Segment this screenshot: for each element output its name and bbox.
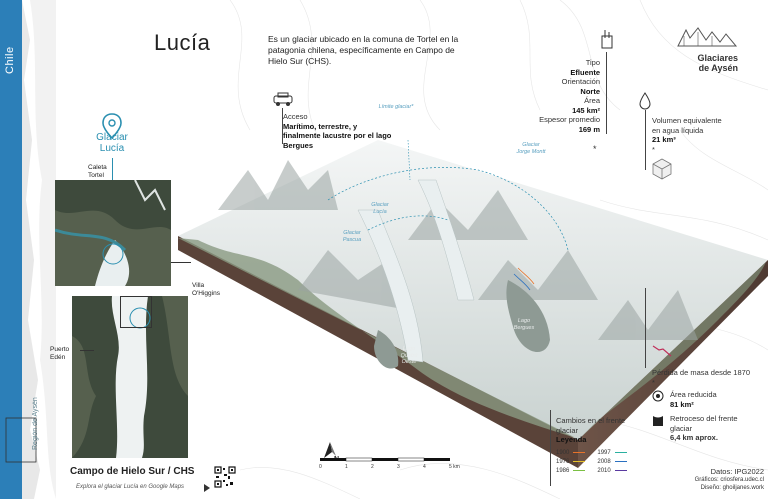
connector-villa <box>171 262 191 263</box>
volume-asterisk: * <box>652 144 655 154</box>
measurement-icon <box>601 30 613 49</box>
prop-type-label: Tipo <box>585 58 600 67</box>
properties-divider <box>606 52 607 134</box>
glacier-marker-name: Glaciar Lucía <box>90 132 134 154</box>
page-title: Lucía <box>154 30 211 55</box>
legend-divider <box>550 410 551 486</box>
label-lago-quetru: Lago Quetrú Oeste <box>400 346 418 365</box>
retreat-icon <box>653 416 663 426</box>
chile-map-strip <box>0 0 56 499</box>
location-pin-icon <box>102 113 122 140</box>
volume-divider <box>645 110 646 170</box>
logo-line2: de Aysén <box>698 63 738 73</box>
label-glaciar-jorge-montt: Glaciar Jorge Montt <box>516 142 546 155</box>
region-label: Región de Aysén <box>32 397 39 450</box>
legend-year-1986: 1986 <box>556 466 589 475</box>
scale-tick: 3 <box>397 464 400 470</box>
legend-year-2008: 2008 <box>597 457 630 466</box>
mass-loss-label: Pérdida de masa desde 1870 <box>652 368 750 377</box>
label-glaciar-lucia: Glaciar Lucía <box>371 202 389 215</box>
vehicle-icon <box>273 92 293 106</box>
scale-tick: 1 <box>345 464 348 470</box>
scale-tick: 2 <box>371 464 374 470</box>
water-drop-icon <box>639 92 651 110</box>
legend-year-1976: 1976 <box>556 457 589 466</box>
access-info: Acceso Marítimo, terrestre, y finalmente… <box>283 112 393 150</box>
changes-label: Cambios en el frente glaciar <box>556 416 626 435</box>
credits-graphics: Gráficos: criosfera.udec.cl <box>694 477 764 483</box>
access-value: Marítimo, terrestre, y finalmente lacust… <box>283 121 392 150</box>
credits: Datos: IPG2022 Gráficos: criosfera.udec.… <box>672 468 764 492</box>
prop-thickness-value: 169 m <box>578 124 600 134</box>
declining-trend-icon <box>652 345 672 357</box>
place-caleta-tortel: Caleta Tortel <box>88 164 107 179</box>
credits-design: Diseño: ghoiljanes.work <box>700 485 764 491</box>
country-label: Chile <box>4 46 16 74</box>
satellite-map-hielo-sur <box>72 296 188 458</box>
legend-year-1900: 1900 <box>556 448 589 457</box>
legend-title: Leyenda <box>556 435 587 444</box>
prop-area-value: 145 km² <box>572 105 600 115</box>
play-arrow-icon <box>204 484 210 492</box>
area-reduced-info: Área reducida 81 km² <box>670 390 760 409</box>
volume-cube-icon <box>652 158 672 180</box>
label-lago-bergues: Lago Bergues <box>513 318 535 331</box>
prop-orientation-label: Orientación <box>561 77 600 86</box>
scale-tick: 4 <box>423 464 426 470</box>
area-reduced-value: 81 km² <box>670 399 694 409</box>
icefield-title: Campo de Hielo Sur / CHS <box>70 466 195 477</box>
qr-code-icon[interactable] <box>214 466 236 488</box>
retreat-value: 6,4 km aprox. <box>670 433 718 442</box>
legend-swatch <box>614 469 627 472</box>
access-label: Acceso <box>283 112 308 121</box>
access-divider <box>282 108 283 144</box>
glacier-marker-line1: Glaciar <box>96 132 128 143</box>
prop-orientation-value: Norte <box>580 86 600 96</box>
mass-loss-asterisk: * <box>652 377 655 387</box>
mass-loss-info: Pérdida de masa desde 1870 * <box>652 368 752 387</box>
legend-years: 1900 1976 1986 1997 2008 2010 <box>556 448 636 475</box>
glaciares-aysen-logo: Glaciares de Aysén <box>676 26 738 73</box>
place-villa-ohiggins: Villa O'Higgins <box>192 282 220 297</box>
map-focus-box <box>120 296 152 328</box>
logo-line1: Glaciares <box>697 53 738 63</box>
retreat-label: Retroceso del frente glaciar <box>670 414 738 433</box>
satellite-map-tortel <box>55 180 171 286</box>
scale-tick: 0 <box>319 464 322 470</box>
legend-swatch <box>614 460 627 463</box>
prop-type-value: Efluente <box>570 67 600 77</box>
label-glaciar-pascua: Glaciar Pascua <box>342 230 362 243</box>
volume-label: Volumen equivalente en agua líquida <box>652 116 722 135</box>
retreat-info: Retroceso del frente glaciar 6,4 km apro… <box>670 414 760 443</box>
prop-area-label: Área <box>584 96 600 105</box>
properties-asterisk: * <box>593 144 597 154</box>
legend-swatch <box>614 451 627 454</box>
terrain-3d-block <box>178 140 768 468</box>
mountain-logo-icon <box>677 27 738 47</box>
legend-year-1997: 1997 <box>597 448 630 457</box>
place-puerto-eden: Puerto Edén <box>50 346 70 361</box>
scale-ticks: 0 1 2 3 4 5 km <box>318 464 466 473</box>
prop-thickness-label: Espesor promedio <box>539 115 600 124</box>
legend-swatch <box>573 451 586 454</box>
front-changes-info: Cambios en el frente glaciar Leyenda <box>556 416 626 445</box>
legend-swatch <box>573 469 586 472</box>
glacier-description: Es un glaciar ubicado en la comuna de To… <box>268 34 459 66</box>
glacier-marker-line2: Lucía <box>99 143 125 154</box>
legend-year-2010: 2010 <box>597 466 630 475</box>
volume-value: 21 km³ <box>652 135 676 144</box>
area-reduced-icon <box>652 390 664 402</box>
area-reduced-label: Área reducida <box>670 390 717 399</box>
north-arrow-icon <box>324 442 336 458</box>
glacier-properties: Tipo Efluente Orientación Norte Área 145… <box>500 58 600 134</box>
explore-google-maps-link[interactable]: Explora el glaciar Lucía en Google Maps <box>76 484 185 490</box>
scale-tick: 5 km <box>449 464 460 470</box>
credits-source: Datos: IPG2022 <box>710 467 764 476</box>
loss-divider <box>645 288 646 368</box>
volume-info: Volumen equivalente en agua líquida 21 k… <box>652 116 732 154</box>
connector-eden <box>80 350 94 351</box>
label-limite-glaciar: Límite glaciar* <box>378 104 414 110</box>
scale-bar <box>320 457 450 462</box>
legend-swatch <box>573 460 586 463</box>
